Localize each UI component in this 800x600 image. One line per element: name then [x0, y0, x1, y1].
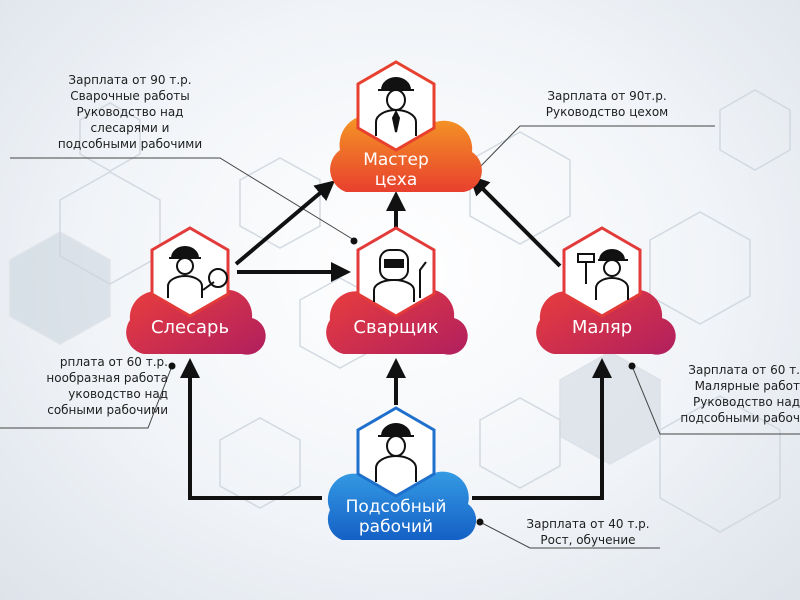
worker-helmet-icon: [375, 423, 417, 482]
note-line: Рост, обучение: [540, 533, 636, 547]
note-line: нообразная работа: [46, 371, 168, 385]
arrow-helper-to-locksmith: [180, 358, 322, 500]
note-line: Зарплата от 40 т.р.: [526, 517, 650, 531]
arrows: [180, 175, 612, 500]
welder-mask-icon: [373, 249, 427, 302]
note-line: рплата от 60 т.р.: [59, 355, 168, 369]
note-master-left: Зарплата от 90 т.р. Сварочные работы Рук…: [40, 72, 220, 152]
welder-label: Сварщик: [353, 317, 439, 338]
note-line: слесарями и: [90, 121, 170, 135]
node-helper[interactable]: [327, 406, 477, 540]
worker-grinder-icon: [167, 246, 228, 298]
helper-label-line-1: Подсобный: [345, 497, 447, 517]
master-label: Мастер цеха: [346, 150, 446, 190]
arrow-locksmith-to-master: [234, 180, 336, 266]
locksmith-label: Слесарь: [150, 317, 230, 338]
helper-label-line-2: рабочий: [358, 517, 434, 537]
painter-label: Маляр: [571, 317, 633, 338]
note-line: Зарплата от 90т.р.: [547, 89, 667, 103]
note-line: Зарплата от 90 т.р.: [68, 73, 192, 87]
node-locksmith[interactable]: [126, 226, 266, 355]
note-line: Малярные работ: [694, 379, 800, 393]
note-line: подсобными рабочими: [57, 137, 203, 151]
node-master[interactable]: [330, 60, 482, 192]
hex-badge: [562, 226, 642, 318]
master-label-line-1: Мастер: [363, 150, 429, 170]
note-painter: Зарплата от 60 т. Малярные работ Руковод…: [666, 362, 800, 426]
node-welder[interactable]: [326, 226, 468, 355]
note-locksmith: рплата от 60 т.р. нообразная работа уков…: [0, 354, 168, 418]
note-leaders: [0, 125, 800, 549]
painter-roller-icon: [577, 249, 629, 300]
note-helper: Зарплата от 40 т.р. Рост, обучение: [508, 516, 668, 548]
arrow-painter-to-master: [469, 175, 562, 268]
note-line: уководство над: [68, 387, 168, 401]
note-line: Сварочные работы: [70, 89, 190, 103]
arrow-helper-to-painter: [472, 358, 612, 500]
note-line: Руководство над: [693, 395, 800, 409]
note-line: собными рабочими: [47, 403, 168, 417]
note-line: Зарплата от 60 т.: [688, 363, 800, 377]
foreman-tie-icon: [375, 77, 417, 136]
node-painter[interactable]: [536, 226, 676, 355]
note-master-right: Зарплата от 90т.р. Руководство цехом: [522, 88, 692, 120]
note-line: Руководство над: [76, 105, 184, 119]
helper-label: Подсобный рабочий: [326, 497, 466, 537]
note-line: Руководство цехом: [545, 105, 669, 119]
master-label-line-2: цеха: [374, 170, 418, 190]
note-line: подсобными рабоч: [680, 411, 800, 425]
